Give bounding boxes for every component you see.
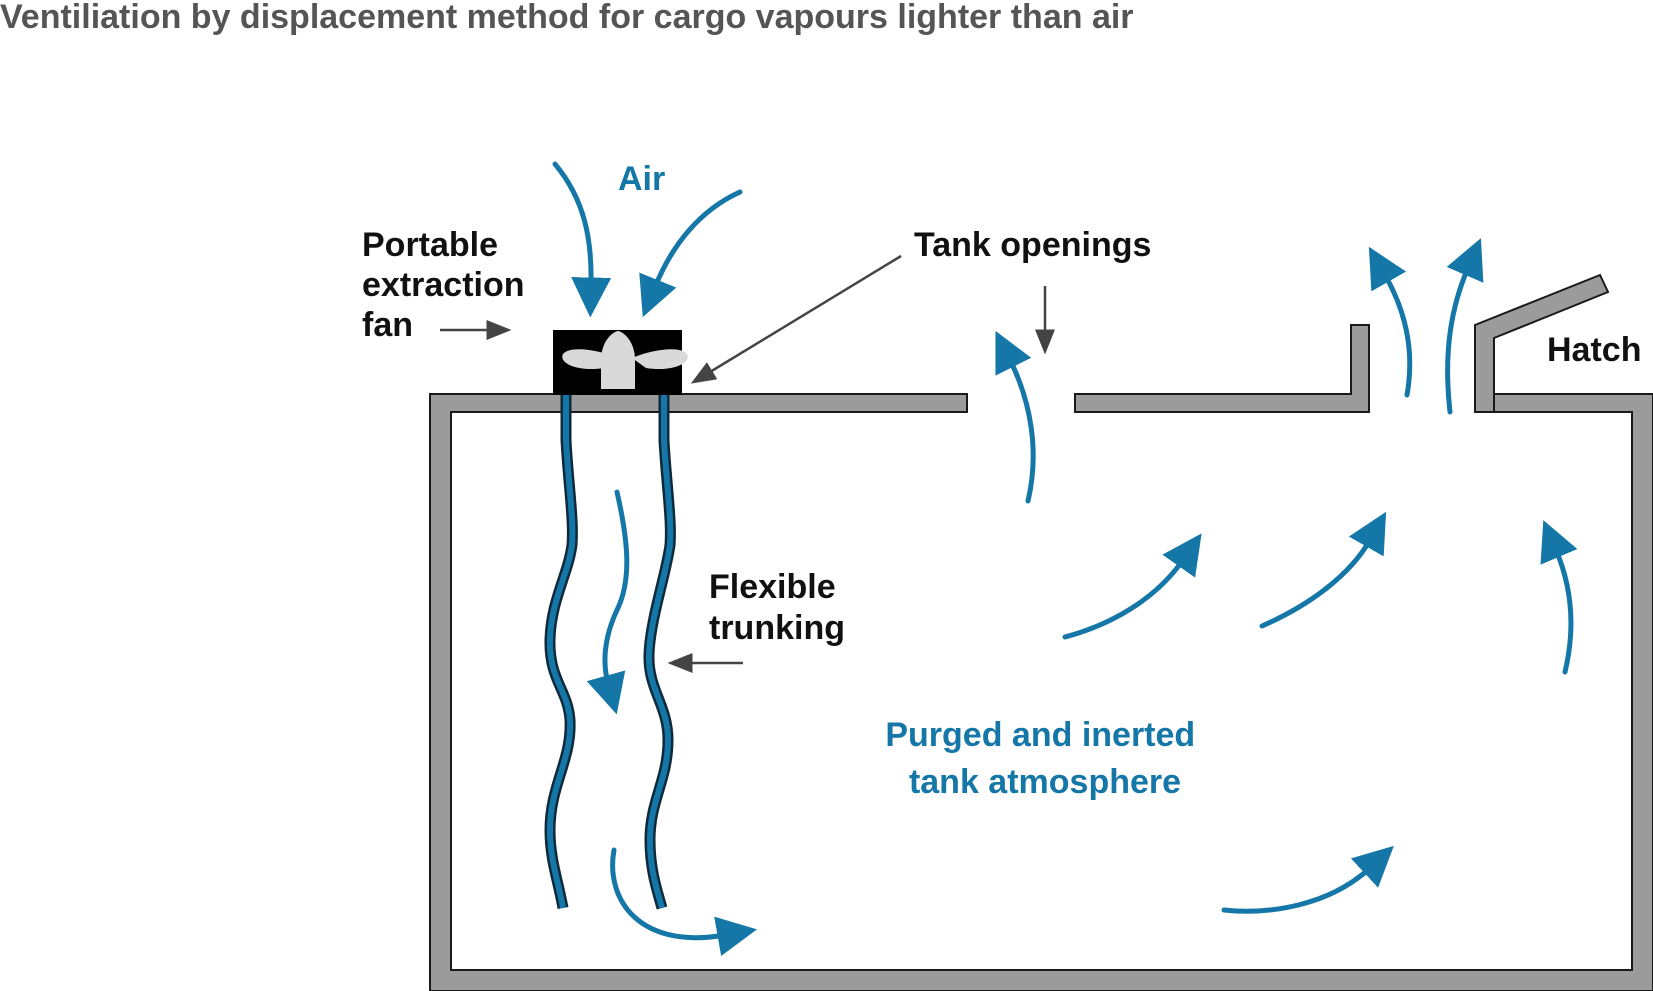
portable-fan-label-line-1: Portable: [362, 226, 498, 264]
mid-rising-arrow-1: [1062, 533, 1202, 640]
bottom-outflow-arrow: [610, 847, 758, 956]
tank-openings-fan-pointer-arrow: [690, 254, 902, 384]
hatch-exit-arrow: [1445, 238, 1484, 415]
diagram-title: Ventiliation by displacement method for …: [0, 0, 1134, 36]
pointer-arrows: [440, 254, 1055, 673]
portable-fan-label: Portable extraction fan: [362, 226, 534, 344]
flexible-trunking-label: Flexible trunking: [709, 568, 845, 647]
mid-rising-arrow-2: [1259, 511, 1387, 629]
portable-fan-label-line-3: fan: [362, 306, 413, 344]
tank-atmosphere-label-line-1: Purged and inerted: [885, 716, 1195, 754]
portable-fan-label-line-2: extraction: [362, 266, 525, 304]
flexible-trunking-label-line-2: trunking: [709, 609, 845, 647]
airflow-arrows: [552, 161, 1578, 956]
bottom-rising-arrow: [1221, 845, 1394, 914]
flexible-trunking-label-line-1: Flexible: [709, 568, 836, 606]
opening-exit-arrow-1: [995, 330, 1036, 504]
right-rising-arrow: [1540, 520, 1578, 675]
tank-openings-label: Tank openings: [914, 226, 1151, 264]
opening-exit-arrow-2: [1368, 246, 1413, 398]
air-in-arrow-right: [639, 189, 743, 318]
hatch-label: Hatch: [1547, 331, 1641, 369]
down-trunking-arrow: [586, 489, 630, 715]
tank-atmosphere-label-line-2: tank atmosphere: [909, 763, 1181, 801]
portable-extraction-fan: [553, 330, 688, 395]
fan-icon: [562, 331, 688, 389]
tank-walls: [429, 393, 1653, 991]
tank-atmosphere-label: Purged and inerted tank atmosphere: [885, 716, 1204, 801]
hatch-coaming: [1474, 273, 1610, 413]
tank: [429, 273, 1653, 991]
air-in-arrow-left: [552, 161, 612, 318]
tank-deck-middle: [1074, 324, 1370, 413]
flexible-trunking: [544, 395, 676, 910]
air-label: Air: [618, 160, 665, 198]
